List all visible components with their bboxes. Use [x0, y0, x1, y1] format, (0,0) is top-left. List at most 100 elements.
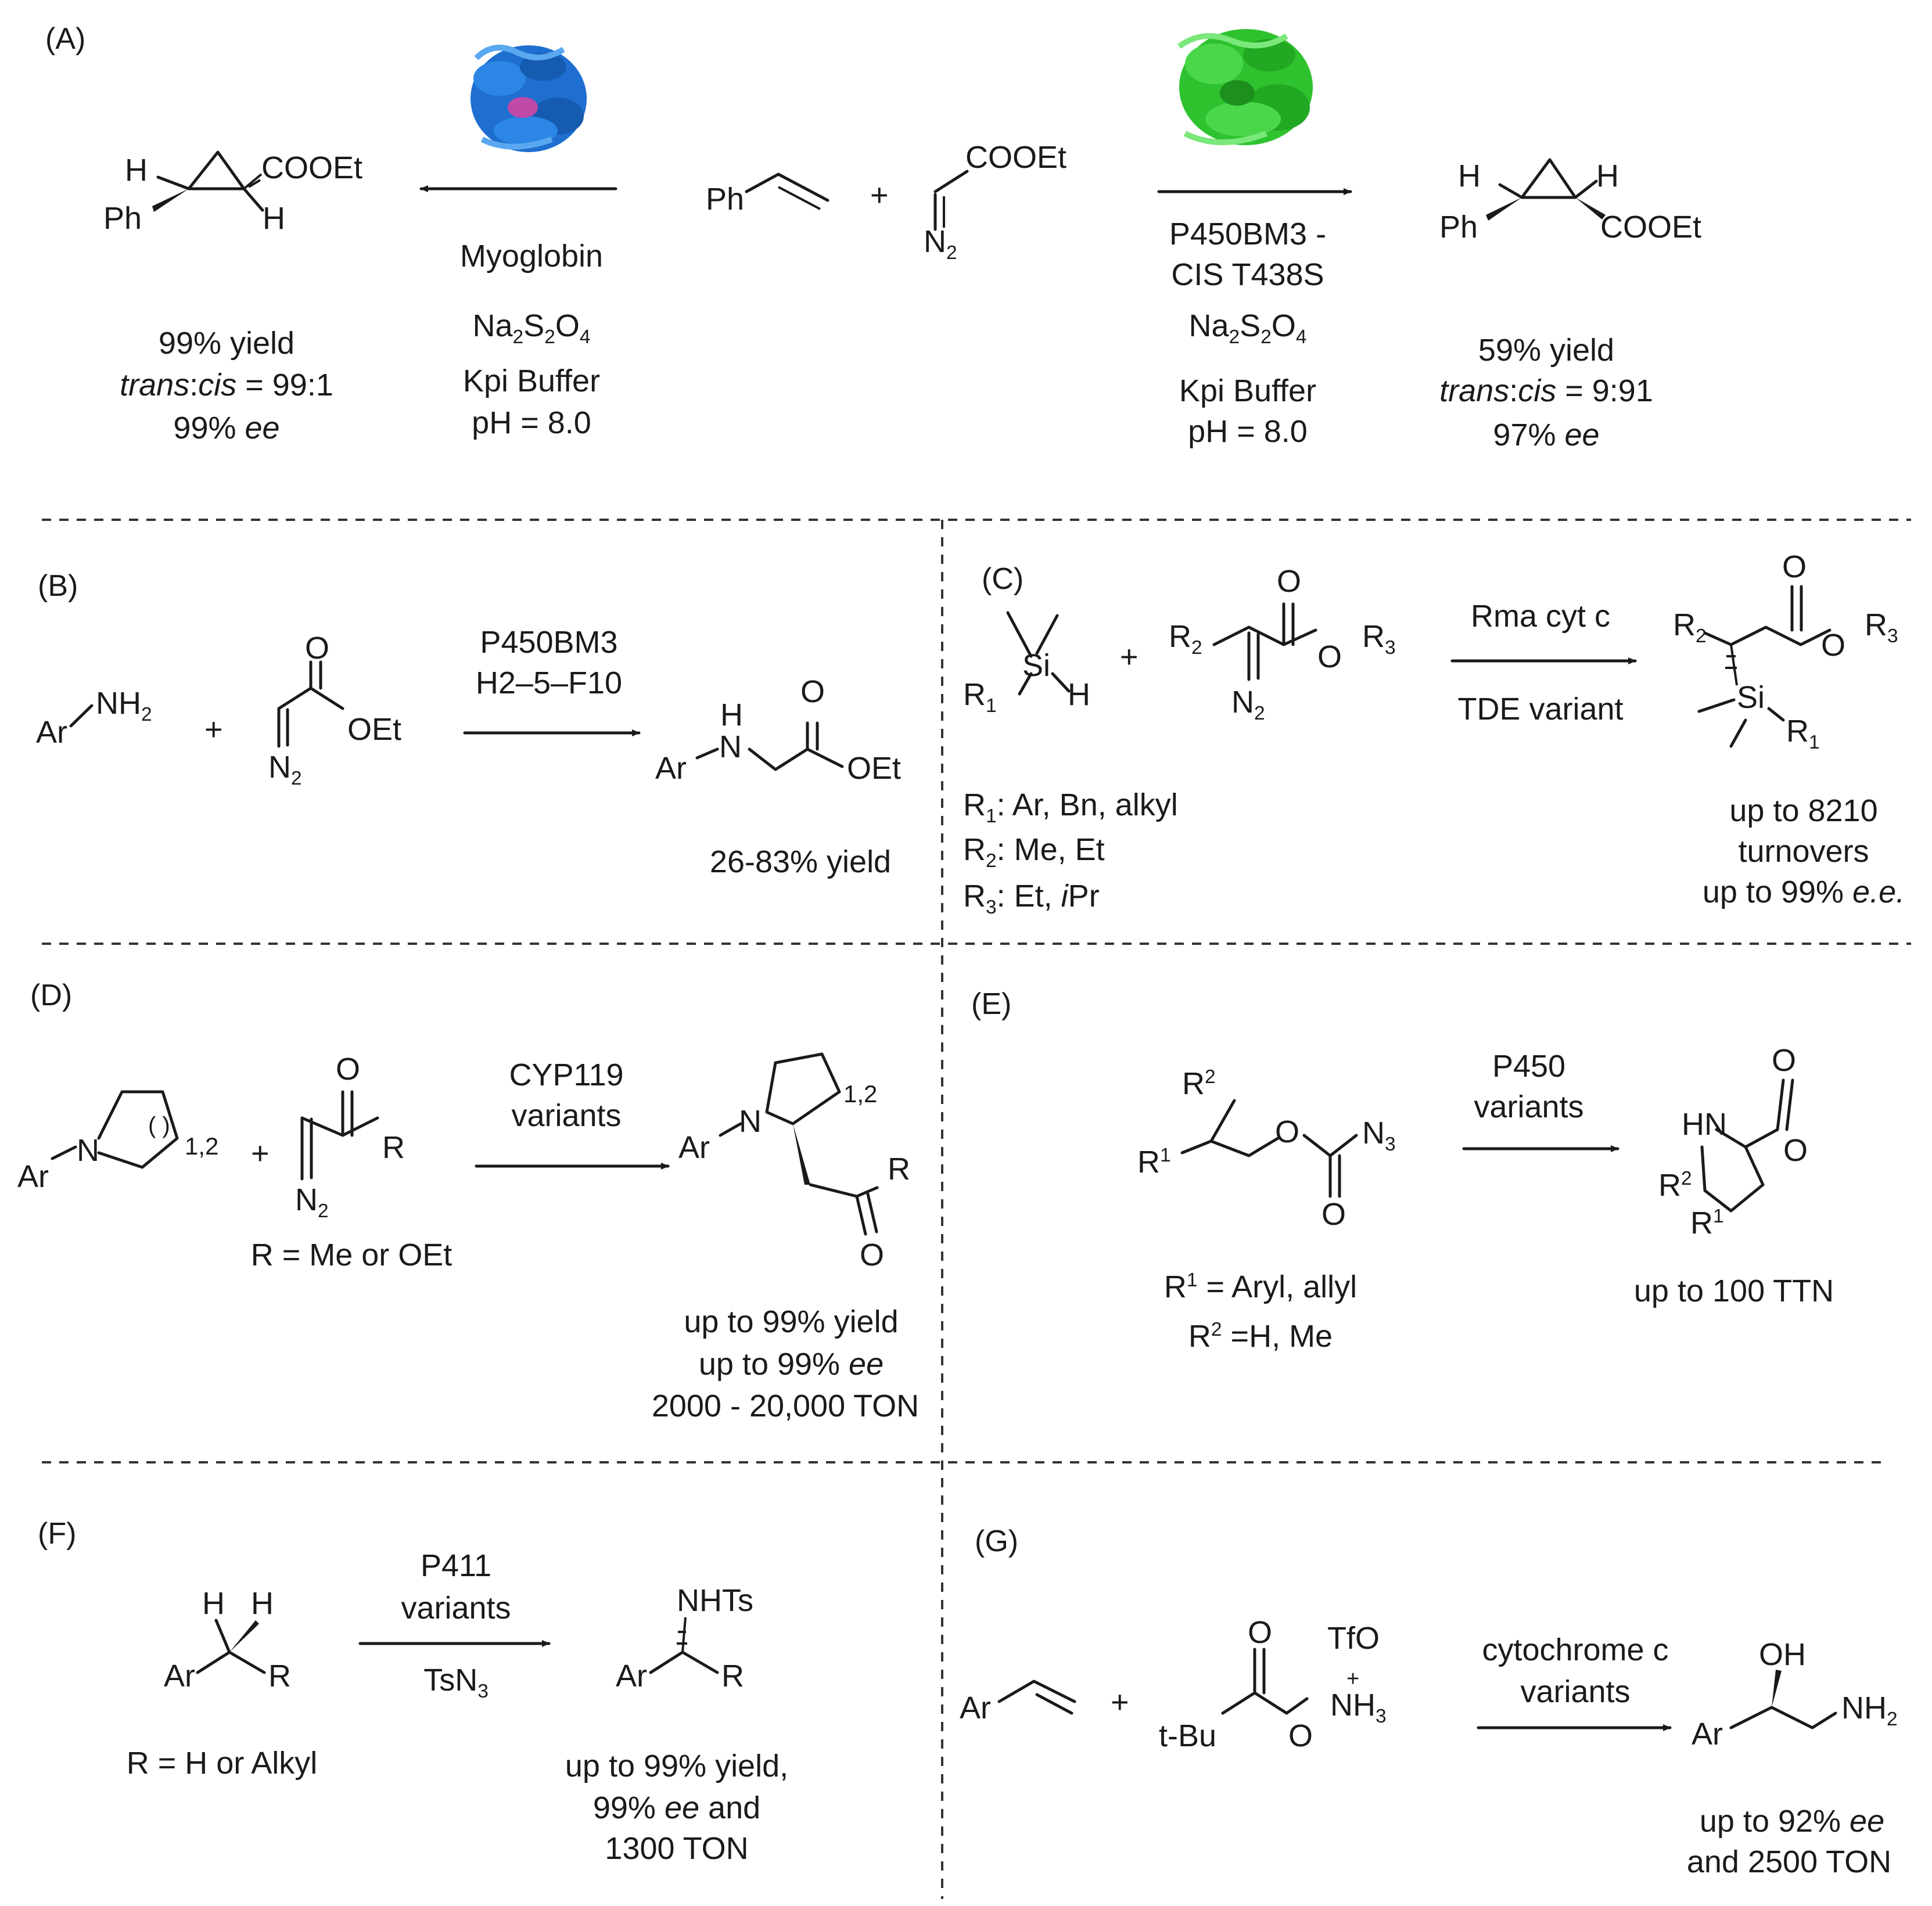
f-prod-r: R [721, 1659, 744, 1693]
c-o-ester: O [1317, 639, 1342, 674]
left-yield: 99% yield [158, 326, 295, 361]
cp-left-ph-label: Ph [103, 201, 142, 236]
c-r2: R2 [1169, 619, 1202, 659]
e-prod-hn: HN [1682, 1107, 1727, 1142]
right-ee: 97% ee [1493, 418, 1600, 452]
c-prod-si-hash [1725, 644, 1738, 686]
d-diazo-n2: N2 [295, 1182, 329, 1222]
cp-right-ph-wedge [1486, 197, 1522, 221]
f-enzyme-line2: variants [401, 1591, 511, 1626]
c-variant: TDE variant [1457, 692, 1624, 727]
e-prod-r1: R1 [1690, 1206, 1724, 1240]
c-prod-chain [1703, 625, 1832, 646]
c-enzyme: Rma cyt c [1470, 599, 1611, 634]
g-reagent-bonds [1221, 1648, 1309, 1715]
d-prod-ring [719, 1052, 841, 1137]
cyclopropane-right [1520, 158, 1577, 199]
b-diazo-o: O [305, 631, 330, 666]
cp-left-h2 [242, 187, 264, 212]
f-product-bonds [649, 1650, 719, 1674]
p450-structure-icon [1177, 29, 1313, 145]
e-result: up to 100 TTN [1633, 1274, 1834, 1308]
b-prod-ar-n [695, 747, 719, 760]
e-n3: N3 [1362, 1116, 1396, 1155]
d-n: N [77, 1133, 99, 1168]
g-product-wedge [1772, 1670, 1782, 1707]
cp-left-h2-label: H [263, 201, 285, 236]
cp-left-h1 [156, 175, 191, 190]
cp-right-h2 [1574, 179, 1598, 199]
styrene-bond [745, 172, 829, 202]
cp-right-h2-label: H [1596, 159, 1619, 193]
b-enzyme-line2: H2–5–F10 [475, 666, 623, 700]
f-prod-ar: Ar [616, 1659, 647, 1693]
b-diazo-cn [277, 707, 289, 748]
b-amine-nh2: NH2 [96, 686, 152, 725]
c-def-r3: R3: Et, iPr [963, 879, 1100, 918]
styrene-double-bond [778, 186, 821, 210]
d-diazo-o: O [336, 1052, 361, 1087]
b-yield: 26-83% yield [709, 844, 892, 879]
d-plus: + [251, 1136, 270, 1171]
styrene-ph-label: Ph [706, 182, 745, 217]
c-prod-si-bonds [1697, 698, 1785, 748]
b-diazo-co [309, 660, 322, 690]
g-prod-ar: Ar [1692, 1717, 1723, 1752]
p450-variant-line1: P450BM3 - [1169, 217, 1327, 251]
e-substrate-bonds [1180, 1099, 1358, 1198]
c-si: Si [1022, 648, 1051, 683]
d-pyrrolidine [97, 1090, 179, 1169]
panel-c-label: (C) [982, 562, 1024, 596]
cyclopropane-left [187, 150, 246, 190]
f-h2: H [251, 1586, 274, 1621]
buffer-left-label: Kpi Buffer [462, 364, 601, 398]
b-enzyme-line1: P450BM3 [480, 625, 618, 660]
e-o-carbonyl: O [1321, 1197, 1346, 1232]
diazo-n2-label: N2 [924, 224, 957, 264]
g-tbu: t-Bu [1159, 1718, 1217, 1753]
right-yield: 59% yield [1478, 333, 1615, 368]
c-prod-si: Si [1737, 680, 1765, 715]
f-reagent: TsN3 [423, 1663, 489, 1702]
b-prod-n: N [719, 729, 742, 764]
d-result-2: up to 99% ee [698, 1347, 884, 1382]
cp-right-h1-label: H [1458, 159, 1481, 193]
c-diazo-chain [1212, 625, 1317, 646]
panel-d-label: (D) [30, 979, 73, 1012]
g-enzyme-line1: cytochrome c [1482, 1632, 1669, 1667]
panel-g-label: (G) [975, 1524, 1019, 1558]
d-prod-o: O [860, 1238, 885, 1272]
d-ar: Ar [17, 1159, 49, 1194]
d-prod-index: 1,2 [843, 1080, 878, 1107]
c-prod-o: O [1821, 628, 1846, 663]
c-h: H [1068, 677, 1090, 712]
d-enzyme-line2: variants [511, 1098, 622, 1133]
e-enzyme-line1: P450 [1492, 1049, 1566, 1084]
panel-b-label: (B) [38, 569, 78, 603]
cp-left-ph-wedge [152, 189, 189, 212]
f-r-def: R = H or Alkyl [126, 1746, 318, 1781]
left-ratio: trans:cis = 99:1 [120, 368, 333, 402]
e-prod-r2: R2 [1658, 1168, 1692, 1203]
b-diazo-chain [277, 686, 344, 710]
cp-right-h1 [1498, 183, 1524, 199]
cp-left-ester-hash [243, 173, 263, 190]
d-paren: ( ) [148, 1113, 170, 1138]
c-plus: + [1120, 639, 1139, 674]
b-prod-chain [748, 747, 844, 771]
d-prod-ketone [809, 1183, 879, 1236]
f-result-3: 1300 TON [605, 1831, 749, 1866]
d-prod-ar: Ar [678, 1130, 710, 1165]
g-ar: Ar [960, 1691, 991, 1725]
e-r1: R1 [1137, 1145, 1171, 1179]
b-plus: + [204, 712, 223, 747]
e-prod-o-top: O [1772, 1043, 1797, 1078]
right-ratio: trans:cis = 9:91 [1439, 373, 1653, 408]
g-styrene [997, 1680, 1076, 1715]
d-diazo-r: R [382, 1130, 405, 1165]
c-silane-bonds [1006, 611, 1071, 696]
c-prod-r2: R2 [1673, 607, 1707, 647]
d-prod-n: N [739, 1104, 762, 1139]
g-charge: + [1346, 1667, 1360, 1691]
g-result-1: up to 92% ee [1699, 1804, 1885, 1839]
